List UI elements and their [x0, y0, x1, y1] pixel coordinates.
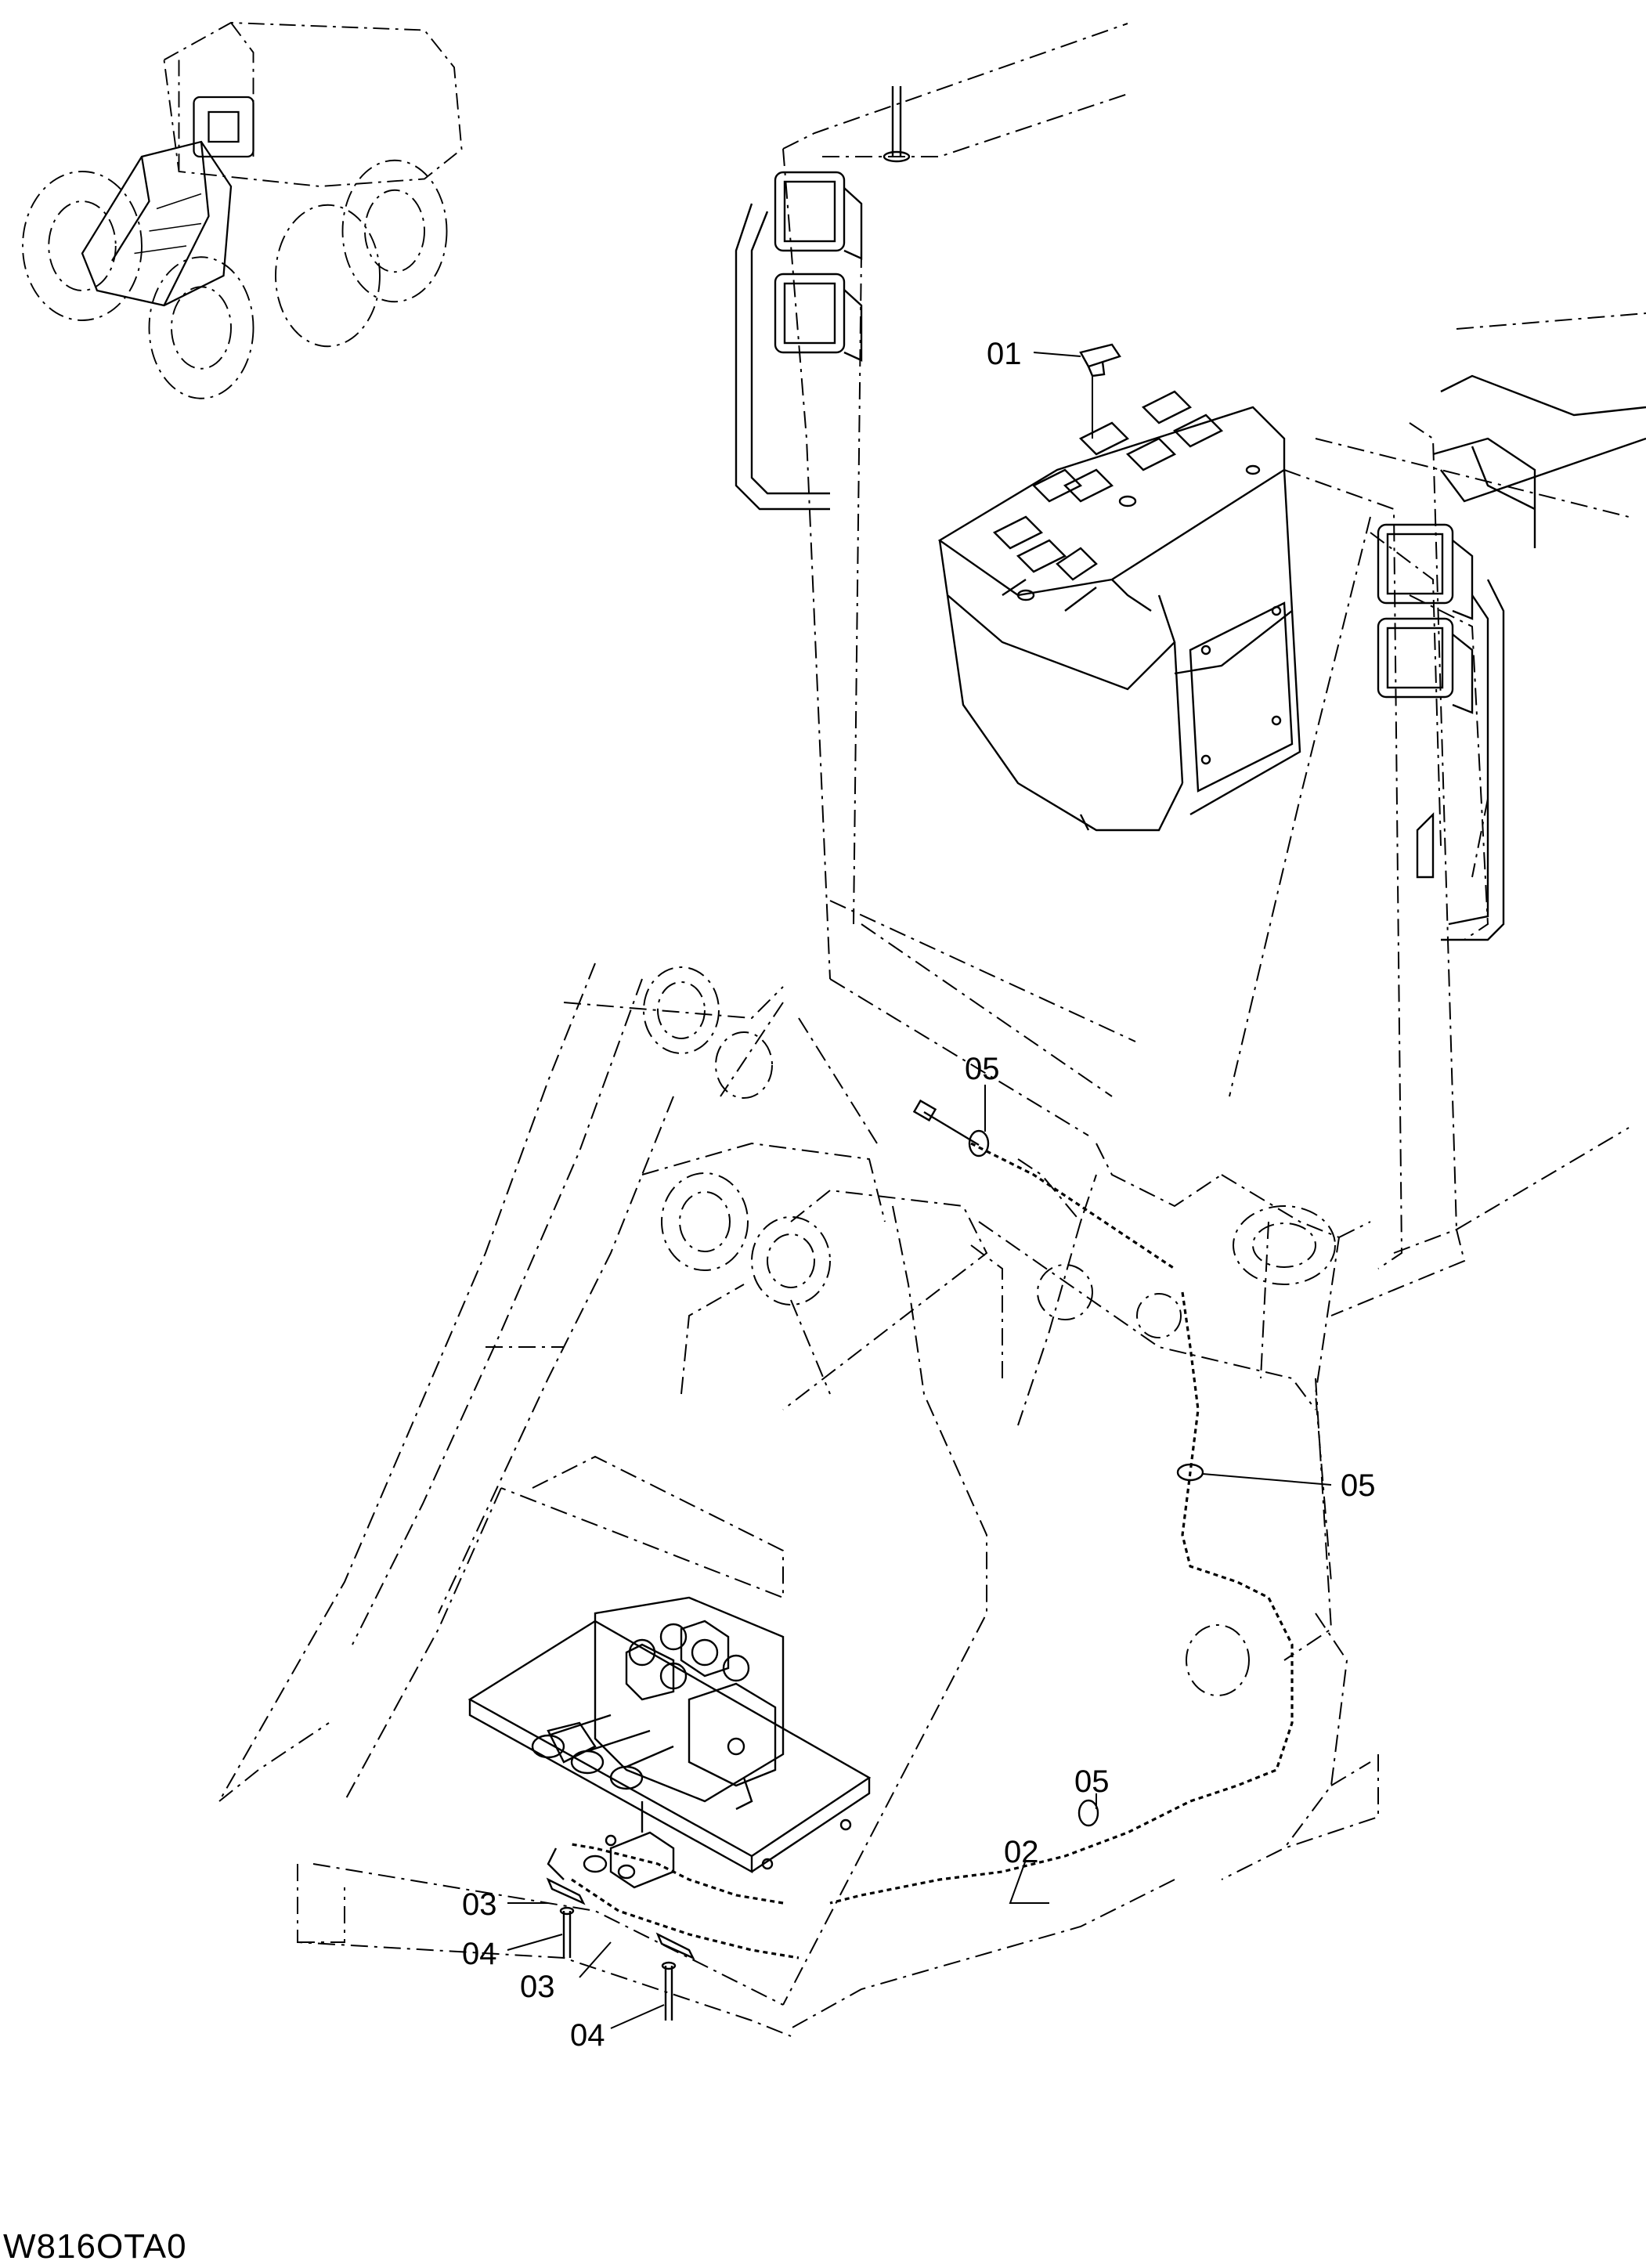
right-work-lights [1377, 374, 1646, 941]
part-03-clip-lower [655, 1932, 695, 1960]
left-work-lights [735, 171, 863, 511]
antenna [883, 86, 911, 163]
callout-03-upper: 03 [462, 1887, 497, 1922]
callout-labels: 01 05 05 05 02 03 04 03 04 [462, 337, 1376, 2053]
callout-05-right: 05 [1341, 1468, 1376, 1503]
cable-harness [546, 1099, 1294, 2021]
loader-frame-outline [218, 23, 1646, 2037]
control-console [937, 343, 1301, 832]
part-05-grommet-upper [968, 1129, 990, 1157]
callout-01: 01 [987, 337, 1022, 371]
callout-04-upper: 04 [462, 1937, 497, 1971]
callout-05-upper: 05 [965, 1052, 1000, 1086]
drawing-code: W816OTA0 [3, 2227, 187, 2266]
part-03-clip-upper [546, 1877, 586, 1905]
part-05-grommet-lower [1077, 1799, 1099, 1827]
callout-02: 02 [1004, 1835, 1039, 1869]
control-valve-assembly [467, 1596, 872, 1889]
callout-04-lower: 04 [570, 2018, 605, 2053]
callout-03-lower: 03 [520, 1970, 555, 2004]
leader-lines [507, 352, 1332, 2029]
part-01-switch [1079, 343, 1121, 368]
overview-inset [22, 22, 463, 399]
part-05-grommet-middle [1176, 1463, 1204, 1482]
callout-05-lower: 05 [1074, 1764, 1110, 1799]
